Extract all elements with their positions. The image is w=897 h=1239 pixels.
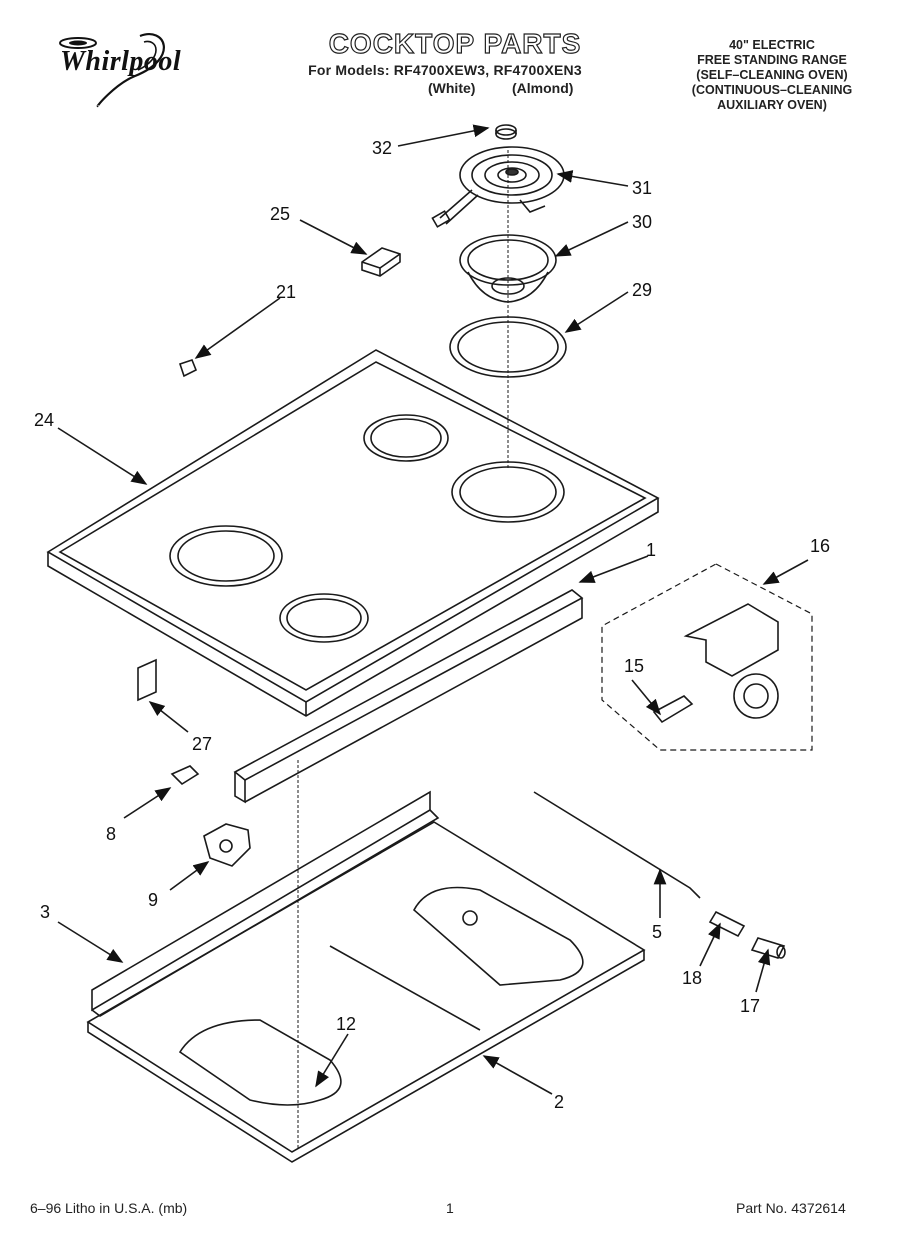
cooling-fan-assembly <box>683 603 779 719</box>
callout-25: 25 <box>270 204 290 224</box>
callout-16: 16 <box>810 536 830 556</box>
bracket <box>137 658 157 702</box>
roller <box>750 937 786 959</box>
whirlpool-swirl-logo-icon <box>59 33 165 108</box>
control-panel-trim <box>91 790 440 1017</box>
callout-15: 15 <box>624 656 644 676</box>
callout-27: 27 <box>192 734 212 754</box>
description-line: 40" ELECTRIC <box>729 38 815 52</box>
callout-1: 1 <box>646 540 656 560</box>
callout-18: 18 <box>682 968 702 988</box>
cooktop <box>46 349 660 717</box>
front-trim <box>233 589 584 804</box>
callout-17: 17 <box>740 996 760 1016</box>
callout-3: 3 <box>40 902 50 922</box>
description-line: (CONTINUOUS–CLEANING <box>691 83 853 97</box>
models-line: For Models: RF4700XEW3, RF4700XEN3 <box>308 62 582 78</box>
element-knob <box>495 124 517 140</box>
color-white: (White) <box>428 80 476 96</box>
clip-small <box>170 765 200 786</box>
callout-12: 12 <box>336 1014 356 1034</box>
description-line: (SELF–CLEANING OVEN) <box>696 68 848 82</box>
callout-9: 9 <box>148 890 158 910</box>
footer-page-number: 1 <box>446 1200 454 1216</box>
product-description: 40" ELECTRIC FREE STANDING RANGE (SELF–C… <box>672 38 872 113</box>
footer-part-number: Part No. 4372614 <box>736 1200 846 1216</box>
clip <box>178 359 198 378</box>
callout-5: 5 <box>652 922 662 942</box>
page-title: COCKTOP PARTS <box>328 27 582 59</box>
callout-8: 8 <box>106 824 116 844</box>
infinite-switch <box>203 823 251 867</box>
callout-24: 24 <box>34 410 54 430</box>
receptacle <box>361 247 401 277</box>
brand-wordmark: Whirlpool <box>60 46 182 77</box>
description-line: AUXILIARY OVEN) <box>717 98 827 112</box>
callout-2: 2 <box>554 1092 564 1112</box>
spring <box>708 910 746 938</box>
callout-31: 31 <box>632 178 652 198</box>
callout-32: 32 <box>372 138 392 158</box>
whirlpool-logo: Whirlpool <box>40 28 210 112</box>
fan-switch <box>652 695 694 724</box>
callout-29: 29 <box>632 280 652 300</box>
surface-element <box>431 146 565 228</box>
color-almond: (Almond) <box>512 80 574 96</box>
callout-21: 21 <box>276 282 296 302</box>
footer-litho: 6–96 Litho in U.S.A. (mb) <box>30 1200 188 1216</box>
description-line: FREE STANDING RANGE <box>697 53 847 67</box>
callout-30: 30 <box>632 212 652 232</box>
rod <box>533 791 701 899</box>
